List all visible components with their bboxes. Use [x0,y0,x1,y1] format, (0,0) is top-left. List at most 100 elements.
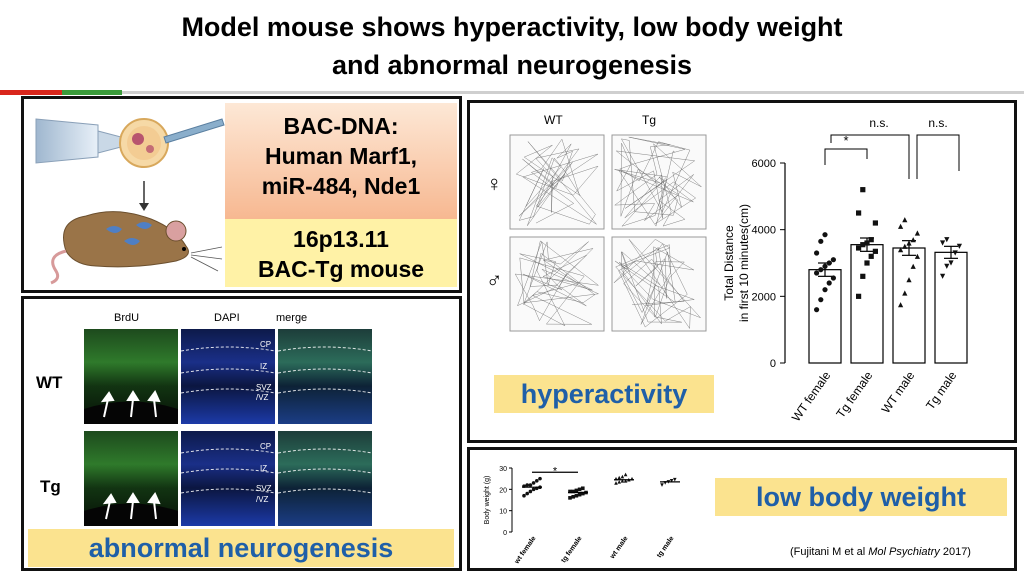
bw-point-1-7 [571,489,575,494]
bw-point-1-8 [574,488,579,493]
bw-y-tick-label-0: 0 [503,530,507,537]
bar-2 [892,247,926,364]
track-box-2 [509,236,605,332]
data-point-2-6 [902,243,908,249]
page-title: Model mouse shows hyperactivity, low bod… [0,8,1024,84]
layer-svz-tg: SVZ [256,484,272,493]
bar-0 [808,269,842,364]
data-point-0-8 [826,260,832,266]
holding-pipette [97,130,122,154]
y-tick-label-2: 4000 [752,225,776,237]
row-label-tg: Tg [40,477,61,496]
bw-point-0-2 [528,489,533,494]
male-symbol: ♂ [486,267,503,292]
bw-y-tick-label-1: 10 [499,509,507,516]
data-point-1-7 [864,240,870,246]
col-label-dapi: DAPI [214,312,240,324]
layer-svz-wt: SVZ [256,383,272,392]
data-point-1-1 [860,273,866,279]
citation-journal: Mol Psychiatry [868,546,940,558]
x-tick-label-1: Tg female [833,368,875,420]
data-point-2-5 [898,247,904,253]
neurogenesis-panel: BrdU DAPI merge WT Tg [21,296,462,571]
layer-vz-wt: /VZ [256,393,269,402]
bw-sig-star: * [553,465,558,477]
openfield-tracks [509,134,707,332]
micrograph-wt-dapi [181,329,275,424]
sig-ns2: n.s. [928,116,947,130]
track-path [613,136,702,227]
data-point-2-10 [898,223,904,229]
hyperactivity-label: hyperactivity [494,375,714,413]
injection-needle [163,118,225,144]
accent-bar-green [62,90,122,95]
track-path [613,238,701,330]
data-point-3-5 [940,240,946,246]
pipette-holder [35,118,99,164]
bw-point-1-9 [577,487,582,492]
y-tick-label-0: 0 [770,358,776,370]
sig-ns1: n.s. [869,116,888,130]
data-point-2-9 [914,230,920,236]
accent-bar-grey [122,91,1024,94]
data-point-0-1 [818,297,824,303]
layer-cp-tg: CP [260,442,271,451]
x-tick-label-3: Tg male [923,368,960,412]
citation-post: 2017) [939,546,971,558]
col-label-merge: merge [276,312,308,324]
micrograph-tg-merge [278,431,372,526]
bw-point-2-3 [623,479,628,483]
data-point-3-4 [956,243,962,249]
bw-x-tick-label-2: wt male [609,535,630,561]
bw-point-1-2 [574,493,579,498]
bw-point-0-3 [531,487,536,492]
layer-vz-tg: /VZ [256,495,269,504]
data-point-1-5 [856,245,862,251]
mouse-illustration [50,211,223,285]
y-axis-label-line1: Total Distance [722,225,736,301]
data-point-0-6 [818,267,824,273]
x-tick-label-2: WT male [879,368,918,415]
col-label-brdu: BrdU [114,312,140,324]
bw-point-3-0 [660,483,664,487]
bw-point-2-9 [623,472,628,477]
row-label-wt: WT [36,373,63,392]
bac-title: BAC-DNA: [283,113,399,139]
data-point-1-10 [856,210,862,216]
micrograph-tg-dapi [181,431,275,526]
arrow-head [139,203,149,211]
bw-point-1-10 [581,486,585,491]
track-box-frame [509,134,605,230]
data-point-3-2 [948,260,954,266]
data-point-3-3 [952,250,958,256]
bw-x-tick-label-1: tg female [560,535,583,564]
tg-line-2: BAC-Tg mouse [257,256,425,282]
data-point-1-3 [868,253,874,259]
data-point-2-8 [910,237,916,243]
x-tick-label-0: WT female [789,368,834,424]
bw-point-2-2 [620,479,625,483]
bac-dna-box [225,103,457,219]
data-point-1-6 [860,242,866,248]
bw-point-0-11 [538,476,542,481]
bw-point-1-4 [581,491,585,496]
y-tick-label-3: 6000 [752,158,776,170]
data-point-1-4 [872,248,878,254]
data-point-2-11 [902,217,908,223]
data-point-2-3 [910,263,916,269]
title-line-1: Model mouse shows hyperactivity, low bod… [181,12,843,42]
y-axis-label-line2: in first 10 minutes(cm) [737,204,751,322]
bw-point-1-1 [571,495,575,499]
data-point-2-4 [914,253,920,259]
sig-bracket-star [824,148,868,165]
bw-point-1-6 [568,489,572,494]
neurogenesis-label: abnormal neurogenesis [28,529,454,567]
data-point-1-2 [864,260,870,266]
data-point-0-5 [814,270,820,276]
openfield-col-tg: Tg [642,113,657,127]
female-symbol: ♀ [486,171,503,196]
